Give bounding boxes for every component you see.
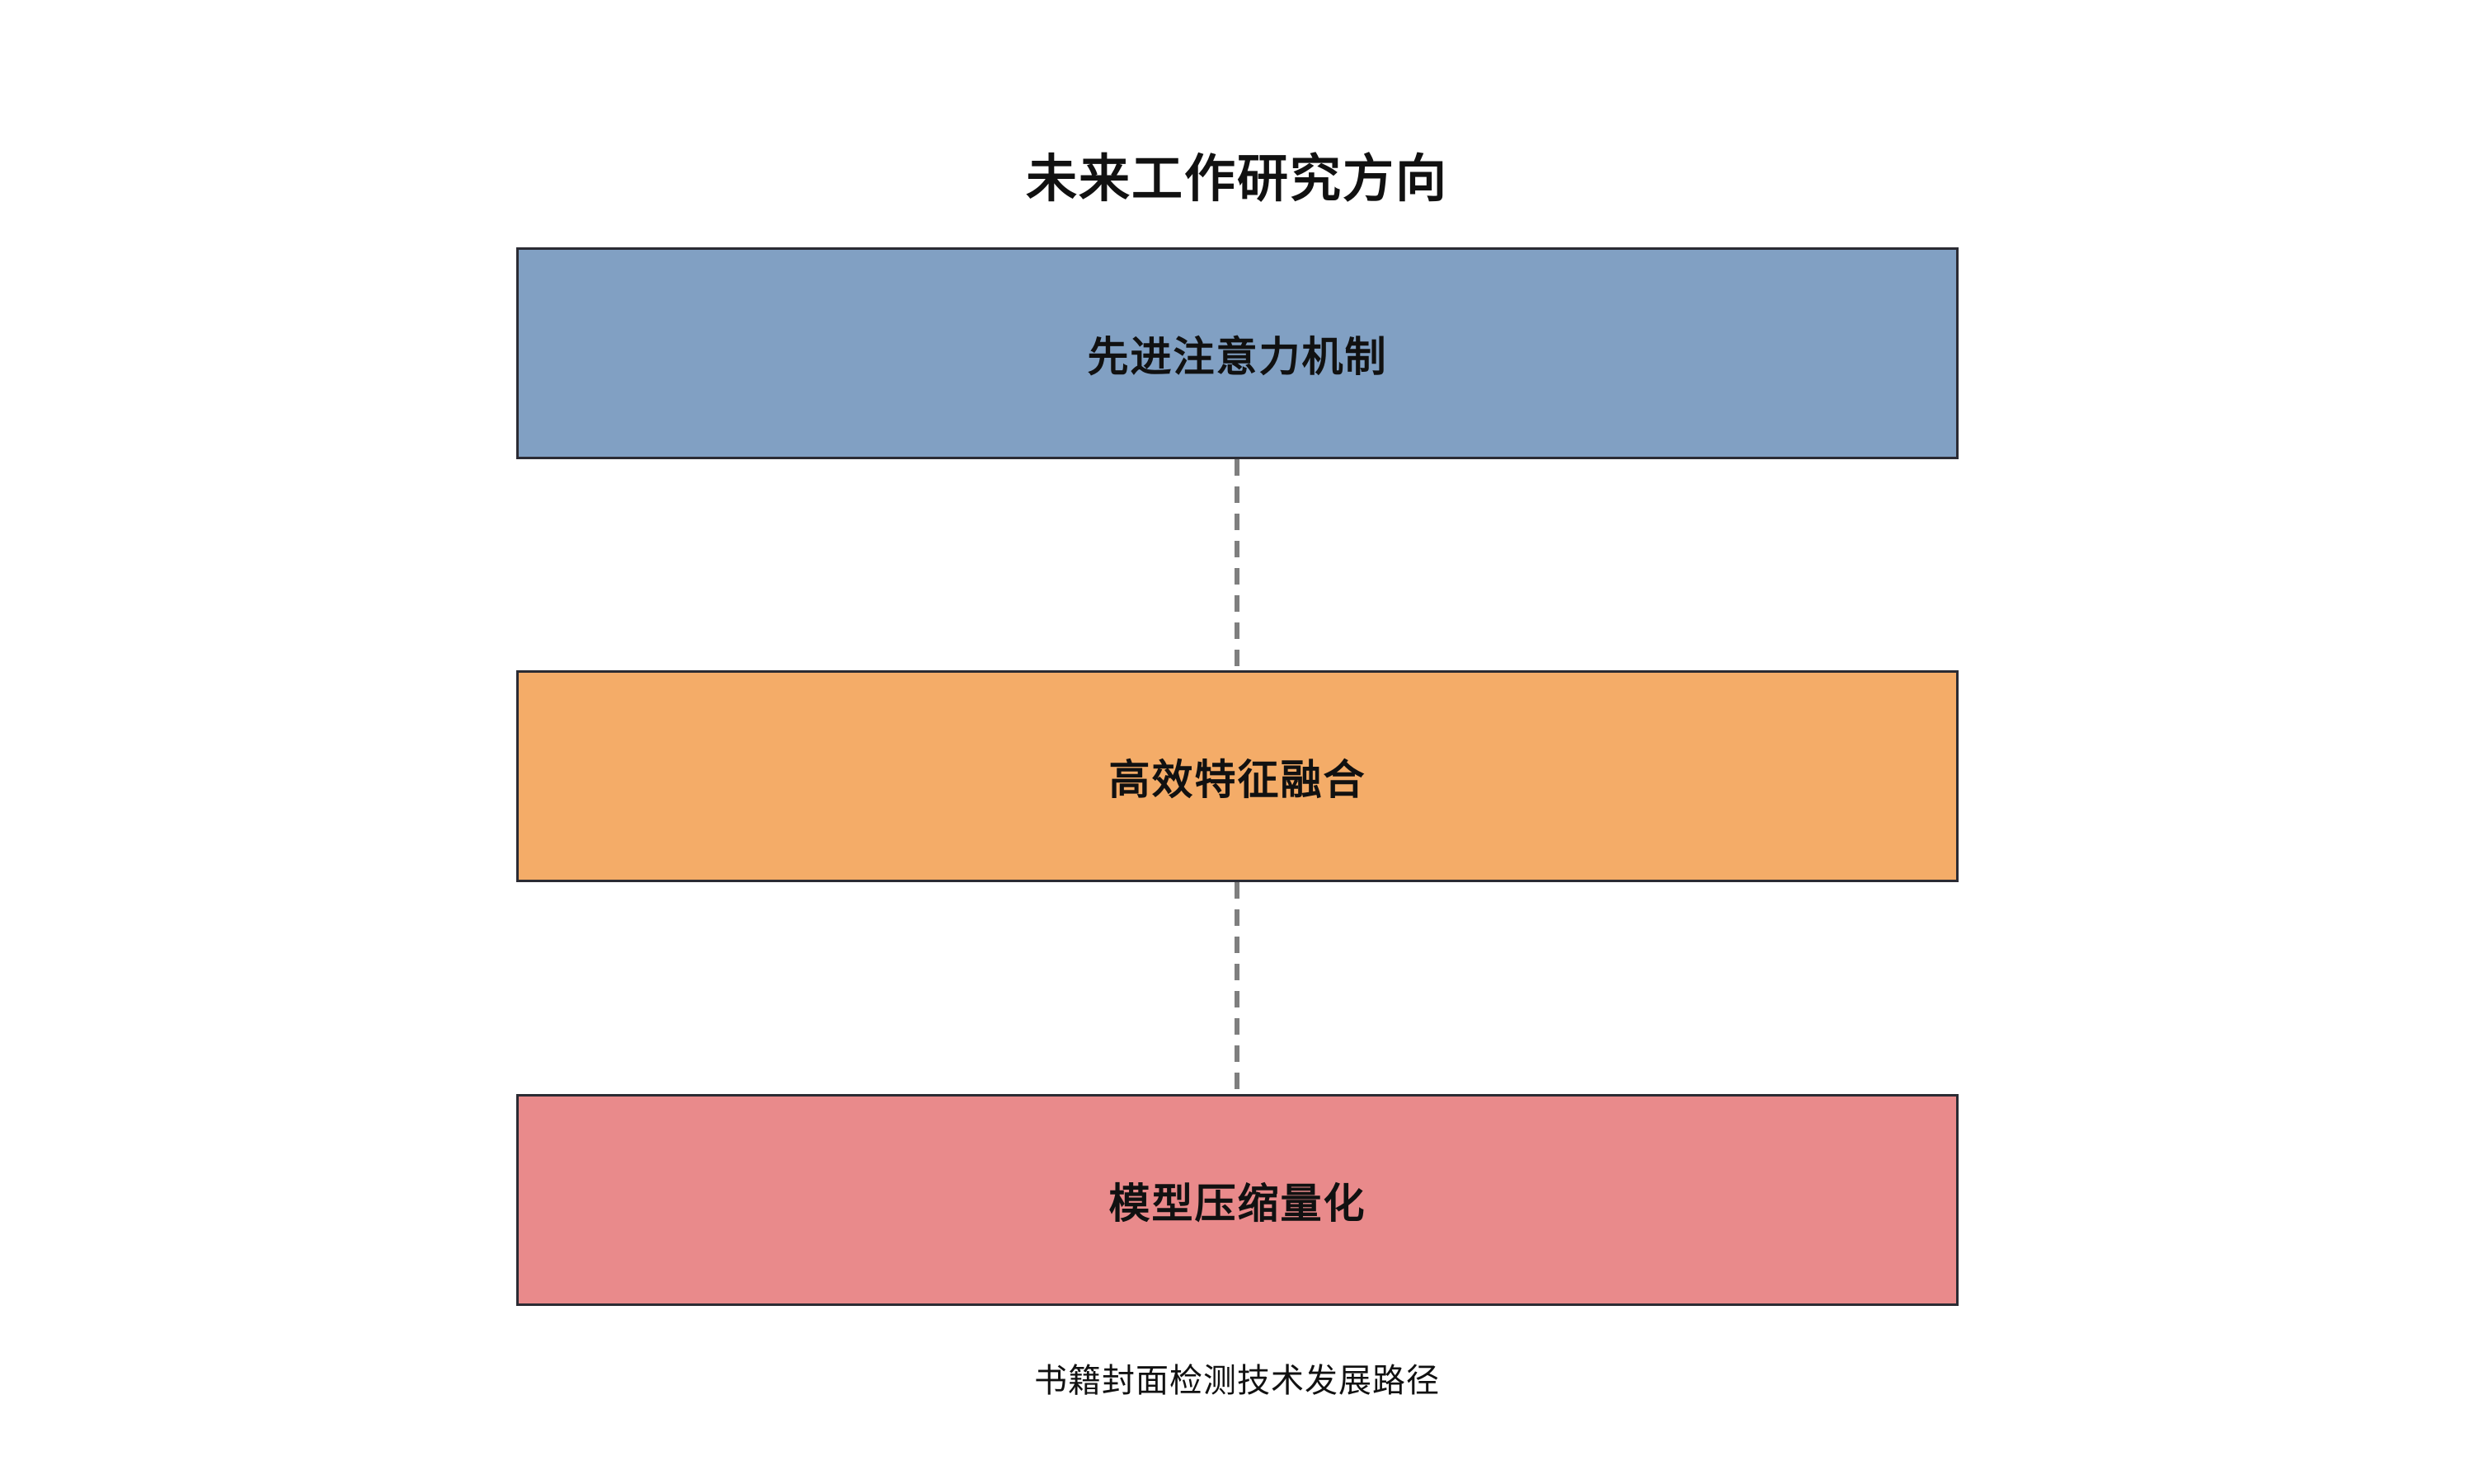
diagram-title: 未来工作研究方向 bbox=[1025, 151, 1448, 208]
node-advanced-attention-label: 先进注意力机制 bbox=[1087, 333, 1388, 380]
dashed-connector-2 bbox=[1235, 882, 1239, 1094]
node-model-compression-label: 模型压缩量化 bbox=[1108, 1180, 1366, 1227]
node-efficient-fusion-label: 高效特征融合 bbox=[1108, 756, 1366, 803]
dashed-connector-1 bbox=[1235, 459, 1239, 670]
diagram-caption: 书籍封面检测技术发展路径 bbox=[1034, 1363, 1440, 1399]
node-model-compression: 模型压缩量化 bbox=[516, 1094, 1959, 1306]
node-efficient-fusion: 高效特征融合 bbox=[516, 670, 1959, 882]
node-advanced-attention: 先进注意力机制 bbox=[516, 247, 1959, 459]
